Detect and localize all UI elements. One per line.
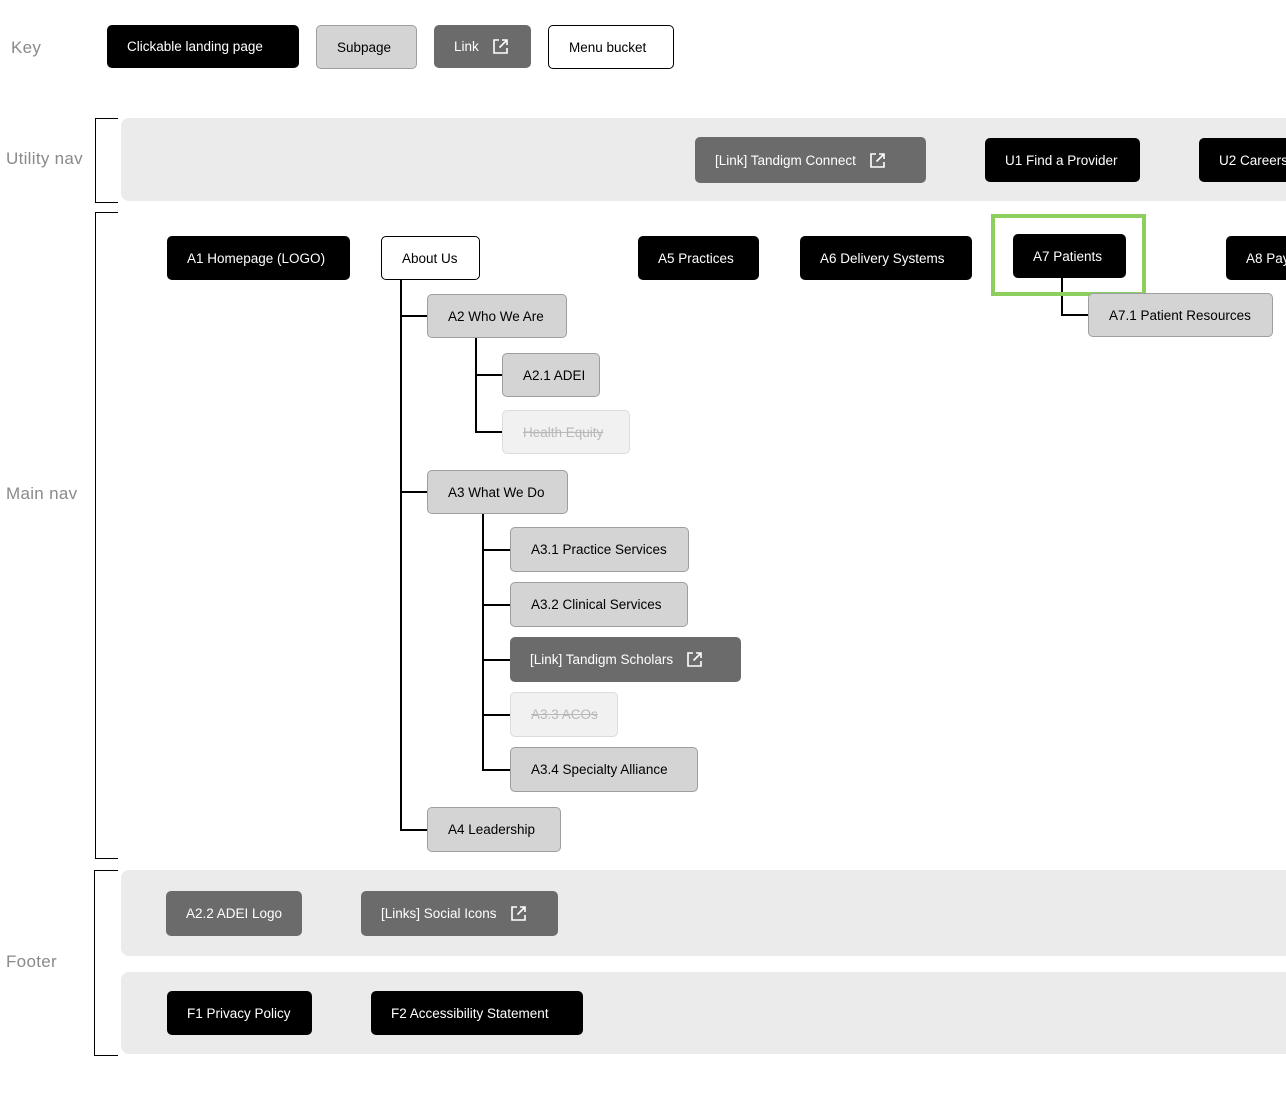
nav-a7-1-label: A7.1 Patient Resources [1109, 307, 1251, 323]
link-social-icons[interactable]: [Links] Social Icons [361, 891, 558, 936]
nav-f1-privacy-policy[interactable]: F1 Privacy Policy [167, 991, 312, 1035]
nav-a8-label: A8 Payers [1246, 250, 1286, 266]
nav-f1-label: F1 Privacy Policy [187, 1005, 291, 1021]
key-menu-bucket-label: Menu bucket [569, 39, 647, 55]
nav-a3-4-label: A3.4 Specialty Alliance [531, 762, 668, 777]
link-tandigm-scholars-label: [Link] Tandigm Scholars [530, 652, 674, 667]
link-tandigm-scholars[interactable]: [Link] Tandigm Scholars [510, 637, 741, 682]
nav-u2-label: U2 Careers [1219, 152, 1286, 168]
nav-a7-1-patient-resources[interactable]: A7.1 Patient Resources [1088, 293, 1273, 337]
nav-a2-2-label: A2.2 ADEI Logo [186, 906, 283, 921]
nav-a3-3-label: A3.3 ACOs [531, 707, 598, 722]
section-label-main-nav: Main nav [6, 484, 78, 503]
nav-a8-payers[interactable]: A8 Payers [1226, 236, 1286, 280]
nav-a2-label: A2 Who We Are [448, 308, 544, 324]
nav-a3-1-label: A3.1 Practice Services [531, 542, 667, 557]
nav-a2-1-label: A2.1 ADEI [523, 367, 586, 383]
connector [482, 549, 510, 551]
nav-f2-label: F2 Accessibility Statement [391, 1005, 549, 1021]
main-nav-bracket [95, 212, 118, 859]
nav-u1-label: U1 Find a Provider [1005, 152, 1118, 168]
key-clickable-landing-page-label: Clickable landing page [127, 39, 263, 54]
connector [400, 315, 427, 317]
nav-u1-find-a-provider[interactable]: U1 Find a Provider [985, 138, 1140, 182]
connector [482, 659, 510, 661]
link-tandigm-connect[interactable]: [Link] Tandigm Connect [695, 137, 926, 183]
connector [475, 431, 502, 433]
highlight-frame [991, 214, 1146, 296]
link-tandigm-connect-label: [Link] Tandigm Connect [715, 152, 856, 168]
nav-a2-who-we-are[interactable]: A2 Who We Are [427, 294, 567, 338]
key-link-label: Link [454, 39, 479, 54]
connector [475, 337, 477, 432]
link-social-icons-label: [Links] Social Icons [381, 906, 497, 921]
key-title: Key [11, 38, 42, 57]
nav-a3-2-clinical-services[interactable]: A3.2 Clinical Services [510, 582, 688, 627]
connector [400, 279, 402, 831]
nav-a3-2-label: A3.2 Clinical Services [531, 597, 662, 612]
nav-a5-label: A5 Practices [658, 250, 734, 266]
utility-nav-bracket [95, 118, 118, 203]
connector [400, 491, 427, 493]
key-link: Link [434, 25, 531, 68]
connector [475, 374, 502, 376]
section-label-footer: Footer [6, 952, 57, 971]
external-link-icon [686, 651, 703, 668]
nav-a3-label: A3 What We Do [448, 484, 545, 500]
nav-health-equity-removed: Health Equity [502, 410, 630, 454]
connector [482, 513, 484, 770]
key-clickable-landing-page: Clickable landing page [107, 25, 299, 68]
key-subpage: Subpage [316, 25, 417, 69]
nav-a7-label: A7 Patients [1033, 248, 1103, 264]
nav-a2-2-adei-logo[interactable]: A2.2 ADEI Logo [166, 891, 302, 936]
connector [1061, 314, 1088, 316]
footer-band-lower [121, 972, 1286, 1054]
nav-a3-1-practice-services[interactable]: A3.1 Practice Services [510, 527, 689, 572]
external-link-icon [492, 38, 509, 55]
nav-a2-1-adei[interactable]: A2.1 ADEI [502, 353, 600, 397]
nav-a7-patients[interactable]: A7 Patients [1013, 234, 1126, 278]
nav-a6-label: A6 Delivery Systems [820, 250, 945, 266]
nav-health-equity-label: Health Equity [523, 424, 604, 440]
key-subpage-label: Subpage [337, 39, 392, 55]
footer-bracket [94, 870, 118, 1056]
key-menu-bucket: Menu bucket [548, 25, 674, 69]
nav-a4-leadership[interactable]: A4 Leadership [427, 807, 561, 852]
footer-band-upper [121, 870, 1286, 956]
nav-a3-4-specialty-alliance[interactable]: A3.4 Specialty Alliance [510, 747, 698, 792]
nav-a6-delivery-systems[interactable]: A6 Delivery Systems [800, 236, 972, 280]
nav-a4-label: A4 Leadership [448, 822, 536, 837]
nav-a5-practices[interactable]: A5 Practices [638, 236, 759, 280]
nav-a3-what-we-do[interactable]: A3 What We Do [427, 470, 568, 514]
nav-a3-3-acos-removed: A3.3 ACOs [510, 692, 618, 737]
section-label-utility-nav: Utility nav [6, 149, 83, 168]
connector [482, 714, 510, 716]
connector [1061, 277, 1063, 315]
connector [400, 829, 427, 831]
external-link-icon [869, 152, 886, 169]
nav-f2-accessibility-statement[interactable]: F2 Accessibility Statement [371, 991, 583, 1035]
menu-about-us-label: About Us [402, 250, 458, 266]
nav-a1-homepage[interactable]: A1 Homepage (LOGO) [167, 236, 350, 280]
external-link-icon [510, 905, 527, 922]
nav-a1-label: A1 Homepage (LOGO) [187, 250, 326, 266]
connector [482, 604, 510, 606]
connector [482, 769, 510, 771]
menu-about-us[interactable]: About Us [381, 236, 480, 280]
nav-u2-careers[interactable]: U2 Careers [1199, 138, 1286, 182]
